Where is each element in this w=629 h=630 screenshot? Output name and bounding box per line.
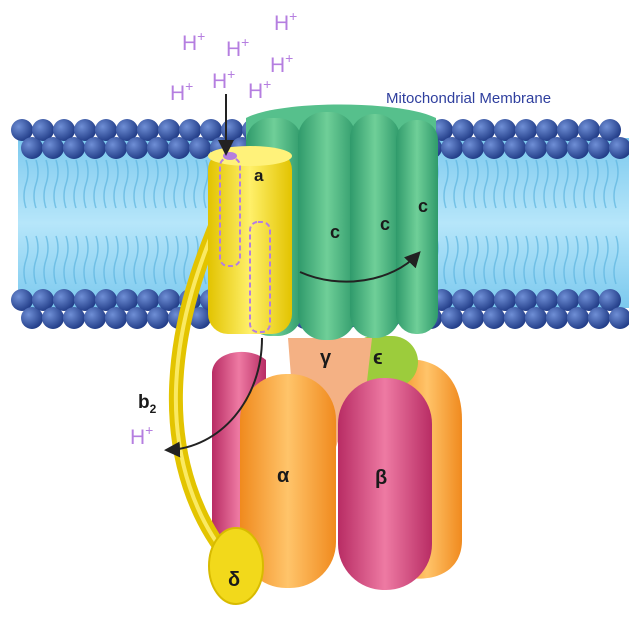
c-label-3: c	[418, 196, 428, 216]
proton-label-matrix: H+	[130, 422, 153, 449]
proton-label: H+	[226, 34, 249, 61]
membrane-label: Mitochondrial Membrane	[386, 90, 551, 107]
subunit-a-label: a	[254, 166, 264, 185]
c-subunit-4	[396, 120, 438, 334]
delta-label: δ	[228, 569, 240, 591]
proton-label: H+	[212, 66, 235, 93]
proton-label: H+	[182, 28, 205, 55]
subunit-a	[208, 146, 292, 334]
proton-label: H+	[170, 78, 193, 105]
c-label-2: c	[380, 214, 390, 234]
b2-label: b2	[138, 392, 157, 416]
proton-label: H+	[270, 50, 293, 77]
delta-subunit	[209, 528, 263, 604]
c-label-1: c	[330, 222, 340, 242]
c-subunit-3	[350, 114, 400, 338]
epsilon-label: ϵ	[373, 347, 383, 369]
beta-label: β	[375, 467, 387, 489]
proton-label: H+	[274, 8, 297, 35]
protons-intermembrane: H+ H+ H+ H+ H+ H+ H+	[170, 8, 297, 105]
proton-label: H+	[248, 76, 271, 103]
alpha-label: α	[277, 465, 290, 487]
c-subunit-2	[298, 112, 356, 340]
gamma-label: γ	[320, 347, 332, 369]
